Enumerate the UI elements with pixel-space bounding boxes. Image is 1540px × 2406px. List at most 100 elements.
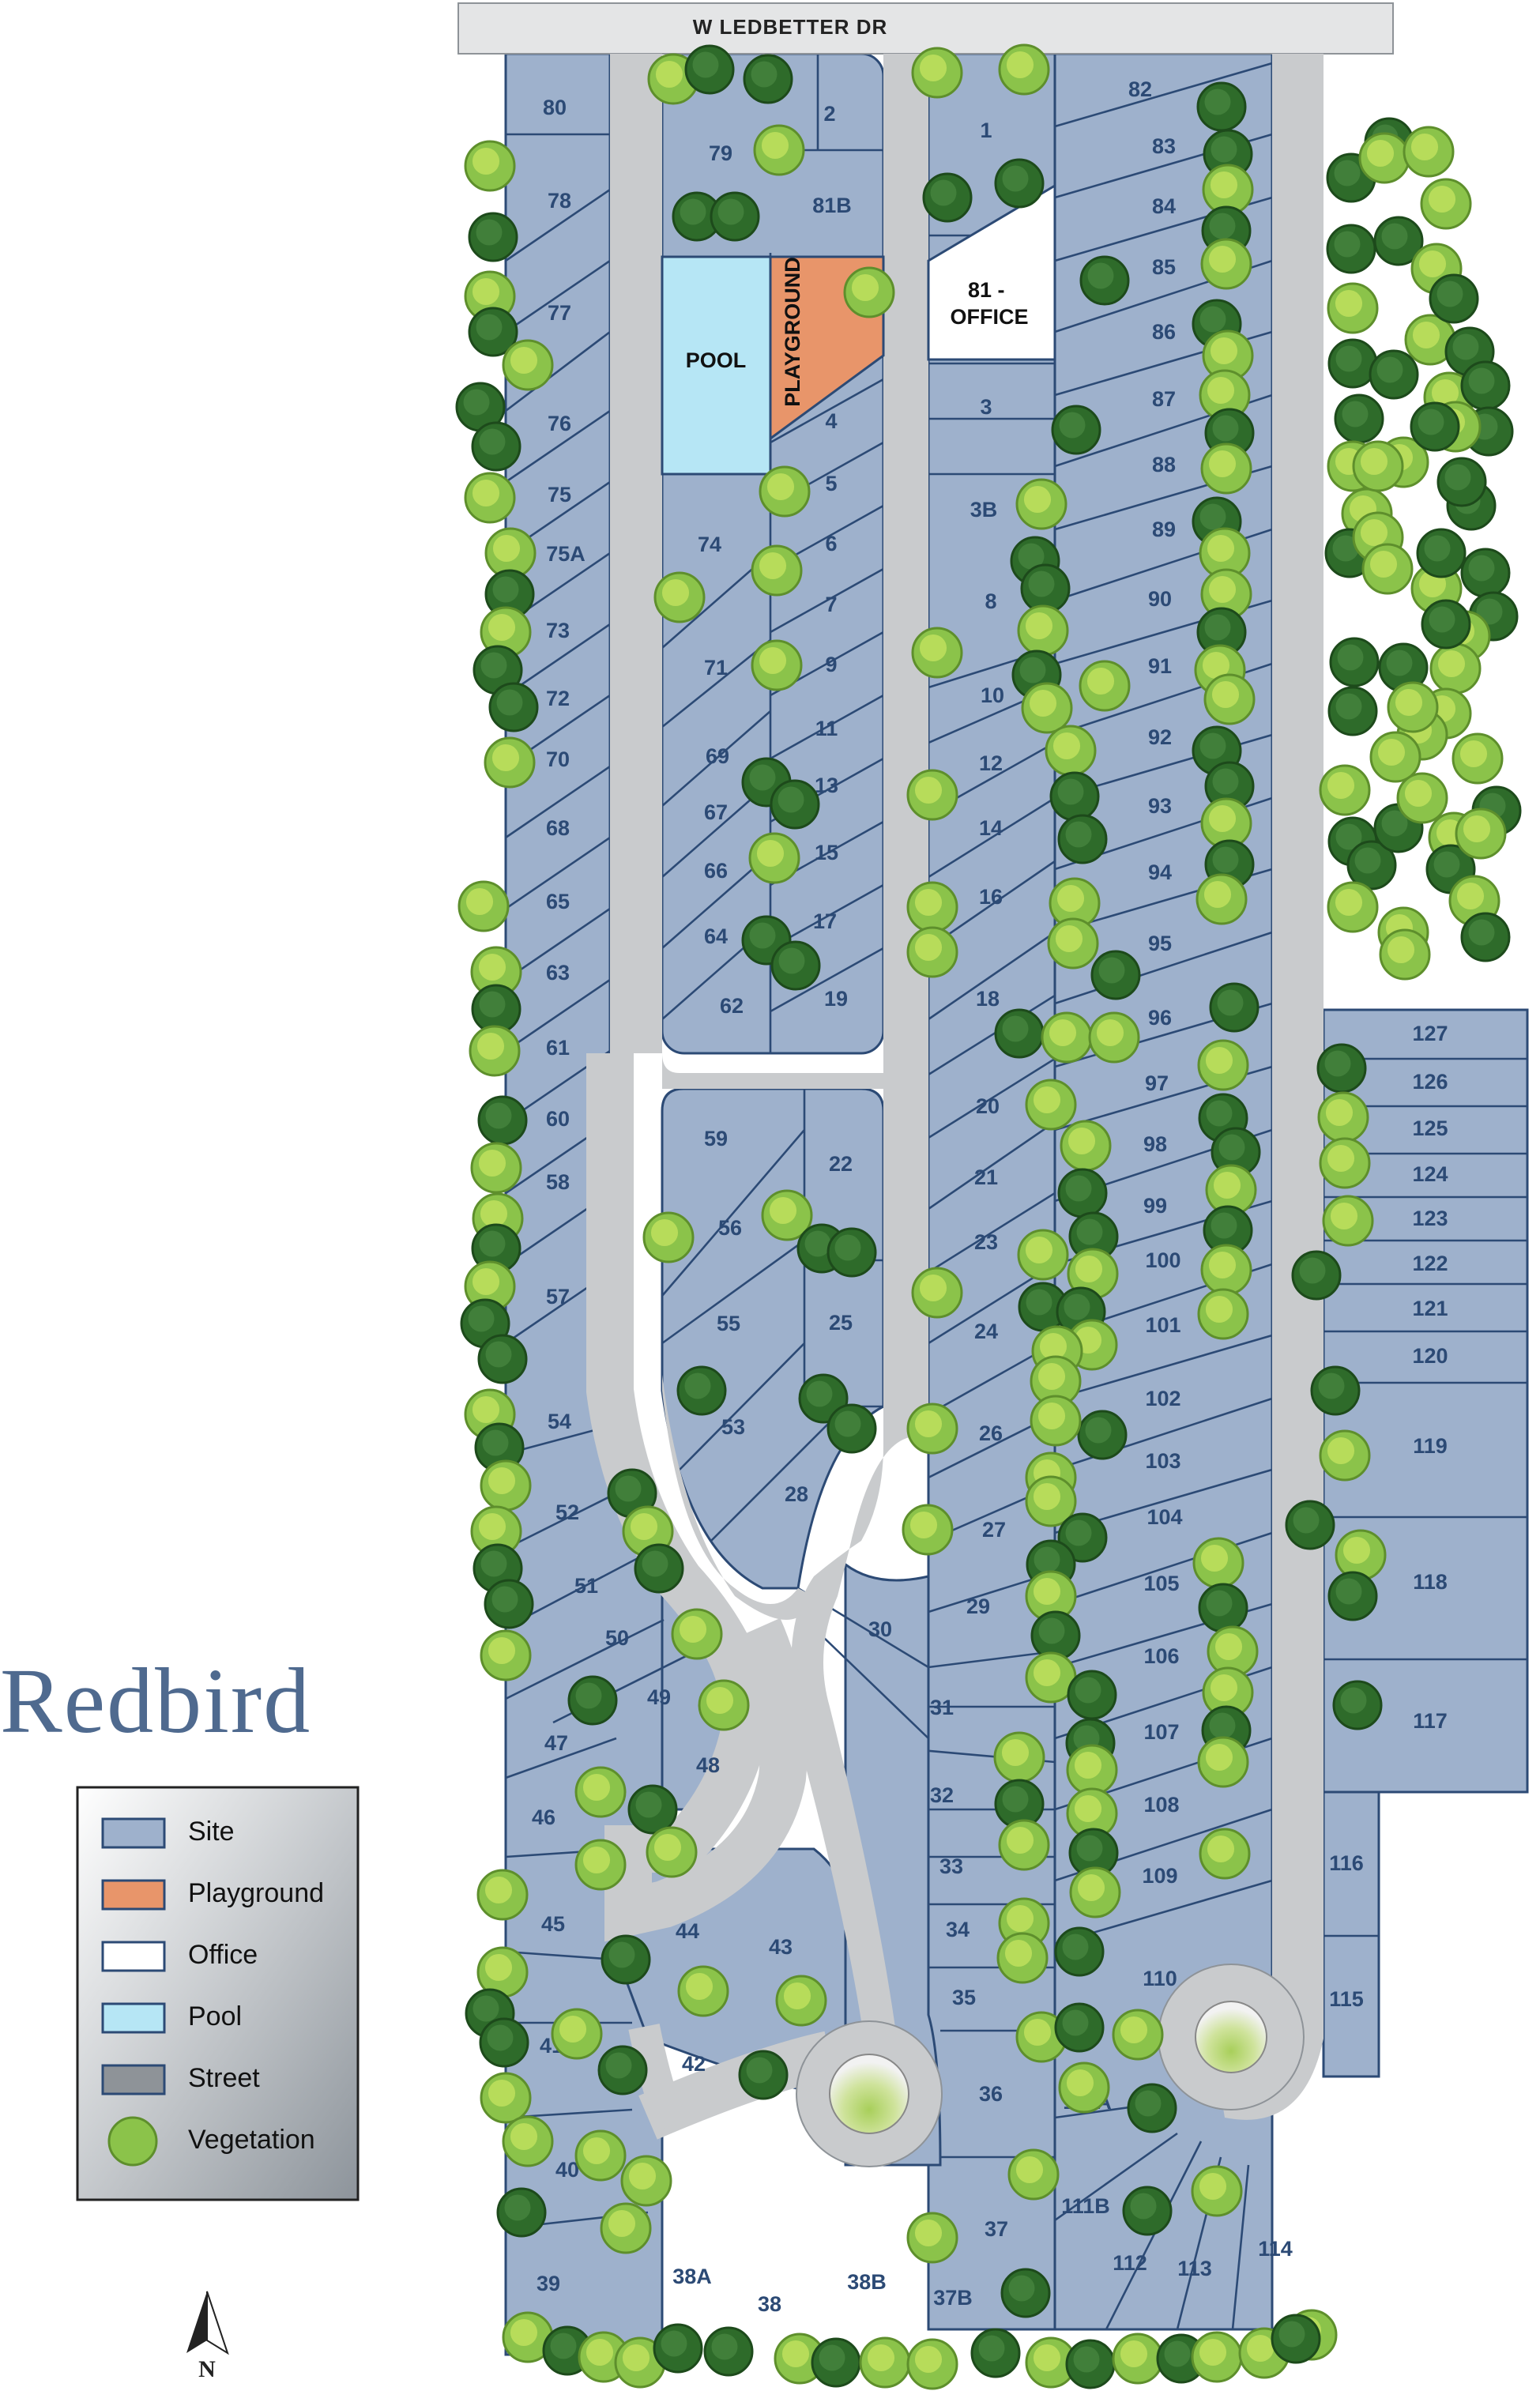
tree-icon	[1322, 1195, 1374, 1247]
lot-7: 7	[825, 593, 837, 616]
lot-80: 80	[543, 96, 567, 119]
tree-icon	[770, 779, 820, 830]
lot-53: 53	[721, 1415, 745, 1439]
legend-item-pool: Pool	[101, 2001, 242, 2034]
lot-66: 66	[704, 859, 728, 883]
legend-item-site: Site	[101, 1817, 235, 1849]
office-label: 81 - OFFICE	[951, 278, 1029, 329]
tree-icon	[1203, 673, 1256, 725]
tree-icon	[1000, 2268, 1051, 2318]
tree-icon	[1204, 761, 1255, 811]
tree-icon	[567, 1675, 618, 1726]
tree-icon	[1327, 686, 1378, 736]
lot-26: 26	[979, 1421, 1003, 1445]
lot-2: 2	[823, 102, 835, 126]
tree-icon	[911, 47, 963, 99]
lot-70: 70	[546, 747, 570, 771]
tree-icon	[1421, 599, 1471, 650]
lot-93: 93	[1148, 794, 1172, 818]
lot-19: 19	[824, 987, 848, 1011]
lot-47: 47	[544, 1731, 568, 1755]
legend-label: Office	[188, 1940, 258, 1970]
lot-37: 37	[985, 2217, 1008, 2241]
lot-67: 67	[704, 800, 728, 824]
tree-icon	[620, 2155, 672, 2207]
lot-23: 23	[974, 1230, 998, 1254]
tree-icon	[703, 2326, 754, 2377]
tree-icon	[1045, 725, 1097, 777]
lot-16: 16	[979, 885, 1003, 909]
tree-icon	[1403, 126, 1455, 178]
lot-106: 106	[1143, 1644, 1179, 1668]
lot-88: 88	[1152, 453, 1176, 476]
lot-125: 125	[1412, 1116, 1448, 1140]
lot-100: 100	[1145, 1248, 1180, 1272]
tree-icon	[1452, 732, 1504, 785]
tree-icon	[484, 736, 536, 789]
tree-icon	[1202, 329, 1254, 382]
street-label: W LEDBETTER DR	[693, 15, 888, 39]
tree-icon	[1460, 360, 1511, 411]
lot-107: 107	[1143, 1720, 1179, 1744]
tree-icon	[1122, 2186, 1173, 2236]
tree-icon	[994, 158, 1045, 209]
lot-108: 108	[1143, 1793, 1179, 1817]
tree-icon	[1335, 1529, 1387, 1581]
tree-icon	[1025, 1475, 1077, 1527]
street-swatch	[101, 2064, 166, 2095]
tree-icon	[993, 1731, 1045, 1783]
lot-60: 60	[546, 1107, 570, 1131]
tree-icon	[1127, 2083, 1177, 2133]
legend-label: Site	[188, 1817, 235, 1847]
tree-icon	[464, 140, 516, 192]
lot-84: 84	[1152, 194, 1176, 218]
tree-icon	[1021, 682, 1073, 734]
lot-116: 116	[1329, 1851, 1364, 1875]
tree-icon	[1017, 1229, 1069, 1281]
lot-48: 48	[696, 1753, 720, 1777]
lot-61: 61	[546, 1036, 570, 1060]
tree-icon	[1455, 808, 1507, 860]
lot-74: 74	[698, 533, 721, 556]
tree-icon	[1191, 2165, 1243, 2217]
tree-icon	[1203, 129, 1253, 179]
tree-icon	[741, 915, 792, 966]
lot-labels: 807877767575A737270686563616058575452515…	[532, 77, 1448, 2316]
tree-icon	[751, 544, 803, 597]
tree-icon	[1387, 681, 1439, 733]
lot-77: 77	[548, 301, 571, 325]
tree-icon	[455, 382, 506, 432]
pool-label: POOL	[686, 348, 747, 372]
tree-icon	[1207, 1625, 1259, 1677]
lot-92: 92	[1148, 725, 1172, 749]
lot-68: 68	[546, 816, 570, 840]
tree-icon	[480, 1629, 532, 1681]
lot-39: 39	[537, 2272, 560, 2295]
tree-icon	[468, 212, 518, 262]
lot-85: 85	[1152, 255, 1176, 279]
tree-icon	[1460, 548, 1511, 598]
lot-98: 98	[1143, 1132, 1167, 1156]
tree-icon	[502, 339, 554, 391]
lot-42: 42	[682, 2052, 706, 2076]
tree-icon	[1329, 637, 1380, 687]
lot-89: 89	[1152, 518, 1176, 541]
tree-icon	[994, 1008, 1045, 1059]
tree-icon	[607, 1468, 657, 1519]
lot-65: 65	[546, 890, 570, 913]
tree-icon	[1319, 1429, 1371, 1482]
tree-icon	[1195, 873, 1248, 925]
tree-icon	[1068, 1828, 1119, 1878]
tree-icon	[1369, 349, 1419, 400]
lot-63: 63	[546, 961, 570, 985]
tree-icon	[1088, 1011, 1140, 1064]
tree-icon	[1156, 2333, 1207, 2384]
lot-46: 46	[532, 1805, 555, 1829]
lot-52: 52	[555, 1500, 579, 1524]
tree-icon	[1291, 1250, 1342, 1301]
tree-icon	[471, 1223, 521, 1274]
tree-icon	[676, 1365, 727, 1416]
lot-1: 1	[980, 119, 992, 142]
tree-icon	[1025, 1079, 1077, 1131]
tree-icon	[1060, 1120, 1112, 1172]
